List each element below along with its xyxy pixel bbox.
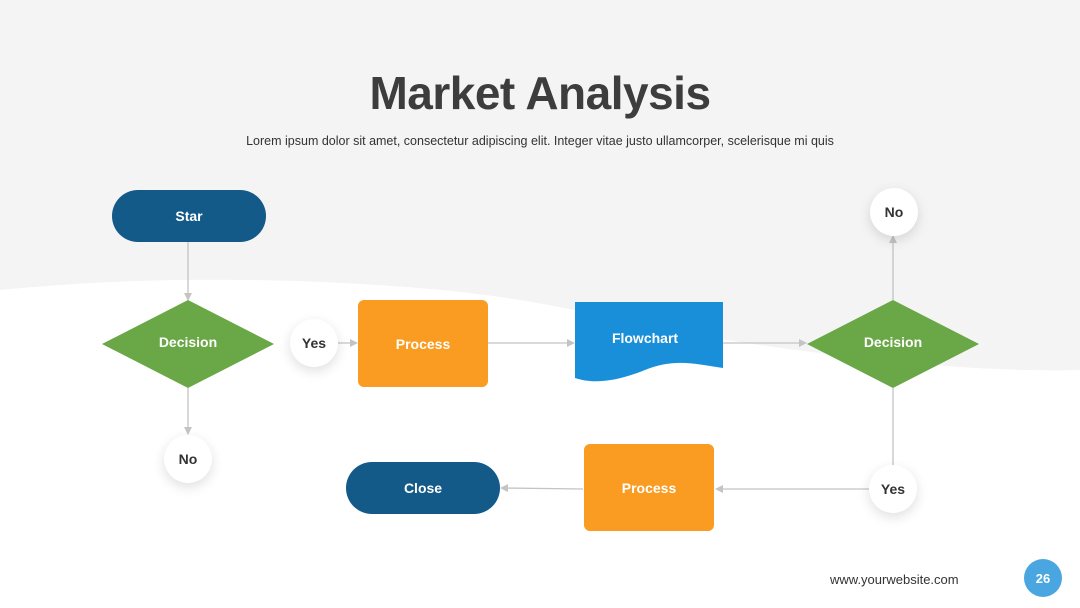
yes-left-label: Yes xyxy=(301,335,327,351)
process-bottom-label: Process xyxy=(621,479,677,496)
start-terminal: Star xyxy=(112,190,266,242)
no-circle-right: No xyxy=(870,188,918,236)
process-box-top: Process xyxy=(358,300,488,387)
no-left-label: No xyxy=(178,451,198,467)
decision-right-label: Decision xyxy=(863,334,923,350)
no-right-label: No xyxy=(884,204,904,220)
process-top-label: Process xyxy=(395,335,451,352)
no-circle-left: No xyxy=(164,435,212,483)
flowchart-document-shape xyxy=(575,302,723,382)
yes-circle-right: Yes xyxy=(869,465,917,513)
website-link[interactable]: www.yourwebsite.com xyxy=(830,572,959,587)
decision-diamond-left xyxy=(102,300,274,388)
page-title: Market Analysis xyxy=(369,67,711,119)
page-number-badge: 26 xyxy=(1024,559,1062,597)
connector-process-to-close xyxy=(500,484,584,493)
close-terminal: Close xyxy=(346,462,500,514)
decision-diamond-right xyxy=(807,300,979,388)
start-label: Star xyxy=(175,208,203,224)
close-label: Close xyxy=(403,480,443,496)
yes-circle-left: Yes xyxy=(290,319,338,367)
yes-right-label: Yes xyxy=(880,481,906,497)
decision-left-label: Decision xyxy=(158,334,218,350)
process-box-bottom: Process xyxy=(584,444,714,531)
page-subtitle: Lorem ipsum dolor sit amet, consectetur … xyxy=(246,134,834,148)
flowchart-label: Flowchart xyxy=(611,330,679,346)
